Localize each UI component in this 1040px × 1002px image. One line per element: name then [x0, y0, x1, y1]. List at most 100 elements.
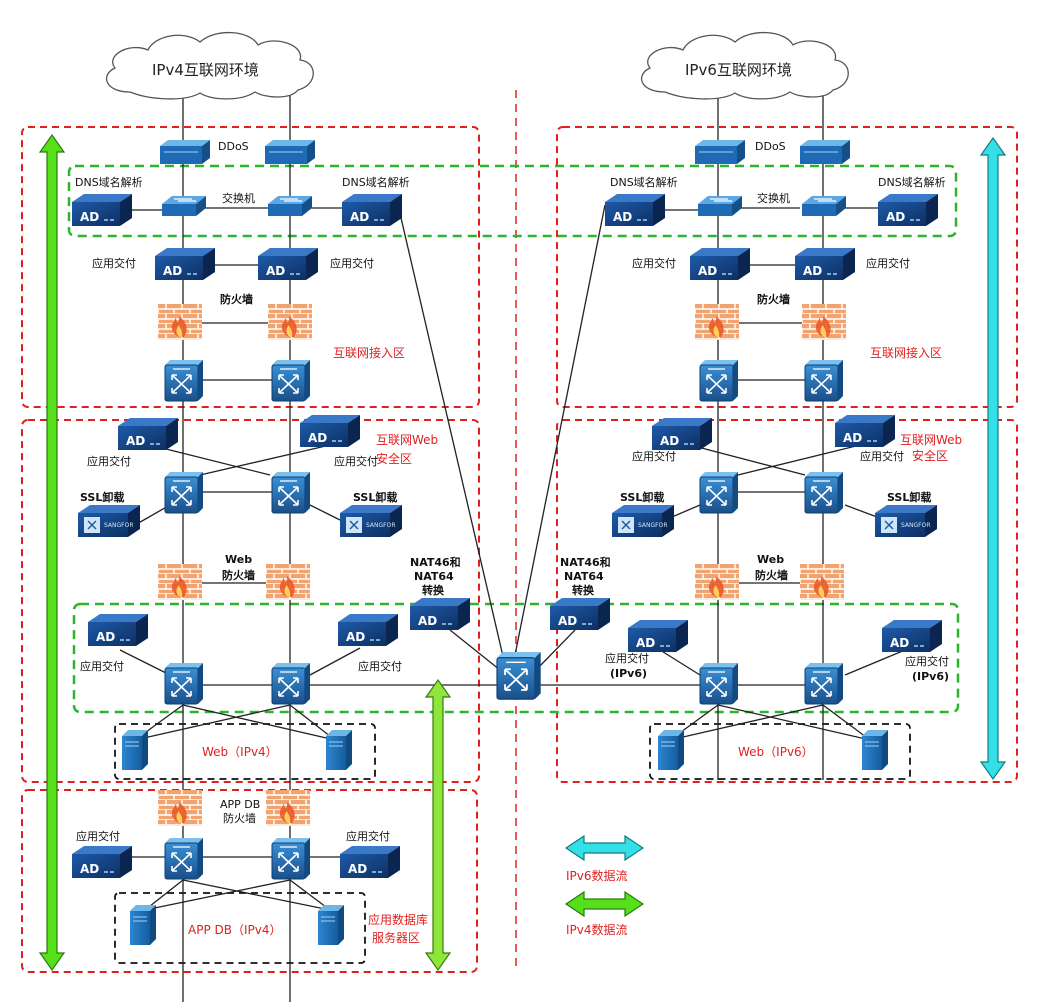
- nat-right-label-3: 转换: [572, 583, 595, 597]
- web-ipv6-group: [649, 723, 911, 780]
- left-web-fw-label-1: Web: [225, 553, 252, 566]
- left-firewall-label: 防火墙: [220, 292, 253, 306]
- core-switch-left-1: [164, 359, 204, 402]
- ipv4-cloud: IPv4互联网环境: [105, 31, 314, 100]
- dns-ad-right-1: [604, 193, 666, 227]
- left-zone-web-label-1: 互联网Web: [376, 433, 438, 447]
- dns-group: [67, 164, 958, 238]
- nat-ad-left: [409, 597, 471, 631]
- db-switch-left-2: [271, 837, 311, 880]
- left-inner-ad-label-1: 应用交付: [80, 659, 124, 673]
- web-ad-left-1: [117, 417, 179, 451]
- right-web-security-zone: [556, 419, 1018, 783]
- left-internet-access-zone: [21, 126, 480, 408]
- ssl-offload-right-1: [611, 504, 675, 538]
- web-switch-left-2: [271, 471, 311, 514]
- legend-ipv4-arrow: [564, 890, 645, 918]
- appdb-ipv4-group: [114, 892, 366, 964]
- web-firewall-right-2: [800, 564, 844, 600]
- right-internet-access-zone: [556, 126, 1018, 408]
- legend-ipv4-label: IPv4数据流: [566, 922, 628, 937]
- right-dns-label-1: DNS域名解析: [610, 175, 678, 189]
- left-zone-web-label-2: 安全区: [376, 451, 412, 466]
- zone-borders: [21, 126, 1018, 973]
- right-inner-ad-label-1b: (IPv6): [610, 667, 647, 680]
- left-db-ad-label-1: 应用交付: [76, 829, 120, 843]
- db-switch-left-1: [164, 837, 204, 880]
- appdb-server-left-1: [129, 904, 157, 946]
- web-switch-right-1: [699, 471, 739, 514]
- left-web-fw-label-2: 防火墙: [222, 568, 255, 582]
- web-switch-left-1: [164, 471, 204, 514]
- left-db-ad-label-2: 应用交付: [346, 829, 390, 843]
- ipv4-flow-arrow-center: [424, 678, 452, 972]
- switch-right-1: [697, 195, 743, 217]
- switch-left-1: [161, 195, 207, 217]
- nat-right-label-2: NAT64: [564, 570, 604, 583]
- switch-right-2: [801, 195, 847, 217]
- right-zone-web-label-2: 安全区: [912, 448, 948, 463]
- web-switch-right-2: [804, 471, 844, 514]
- left-appdb-fw-label-2: 防火墙: [223, 811, 256, 825]
- core-switch-right-2: [804, 359, 844, 402]
- right-web-fw-label-1: Web: [757, 553, 784, 566]
- right-inner-ad-label-1a: 应用交付: [605, 651, 649, 665]
- nat-left-label-2: NAT64: [414, 570, 454, 583]
- ipv4-flow-arrow-left: [38, 133, 66, 972]
- left-zone-db-label-1: 应用数据库: [368, 912, 428, 927]
- ipv6-cloud-label: IPv6互联网环境: [685, 61, 792, 79]
- inner-ad-left-1: [87, 613, 149, 647]
- web-ad-left-2: [299, 414, 361, 448]
- nat-right-label-1: NAT46和: [560, 555, 611, 569]
- right-inner-ad-label-2a: 应用交付: [905, 654, 949, 668]
- inner-ad-left-2: [337, 613, 399, 647]
- ssl-offload-left-1: [77, 504, 141, 538]
- right-switch-label: 交换机: [757, 191, 790, 205]
- appdb-server-left-2: [317, 904, 345, 946]
- appdb-firewall-left-1: [158, 790, 202, 826]
- left-zone-db-label-2: 服务器区: [372, 930, 420, 945]
- web-server-left-2: [325, 729, 353, 771]
- web-ipv4-group: [114, 723, 376, 780]
- ssl-offload-left-2: [339, 504, 403, 538]
- firewall-right-1: [695, 304, 739, 340]
- ddos-device-right-2: [799, 139, 851, 165]
- web-ad-right-2: [834, 414, 896, 448]
- left-appdb-fw-label-1: APP DB: [220, 798, 260, 811]
- inner-switch-left-1: [164, 662, 204, 705]
- inner-switch-left-2: [271, 662, 311, 705]
- legend-ipv6-arrow: [564, 834, 645, 862]
- left-ssl-label-1: SSL卸载: [80, 490, 124, 504]
- left-web-group-label: Web（IPv4）: [202, 745, 278, 759]
- web-firewall-left-1: [158, 564, 202, 600]
- right-ad-label-1: 应用交付: [632, 256, 676, 270]
- right-web-ad-label-2: 应用交付: [860, 449, 904, 463]
- firewall-left-1: [158, 304, 202, 340]
- inner-switch-right-1: [699, 662, 739, 705]
- ipv4-cloud-label: IPv4互联网环境: [152, 61, 259, 79]
- web-server-right-1: [657, 729, 685, 771]
- legend-ipv6-label: IPv6数据流: [566, 868, 628, 883]
- core-switch-left-2: [271, 359, 311, 402]
- db-ad-left-1: [71, 845, 133, 879]
- core-switch-right-1: [699, 359, 739, 402]
- inner-app-group: [72, 602, 960, 714]
- ddos-device-right-1: [694, 139, 746, 165]
- appdb-firewall-left-2: [266, 790, 310, 826]
- right-inner-ad-label-2b: (IPv6): [912, 670, 949, 683]
- right-zone-access-label: 互联网接入区: [870, 345, 942, 360]
- left-ad-label-2: 应用交付: [330, 256, 374, 270]
- switch-left-2: [267, 195, 313, 217]
- connection-lines: [105, 95, 906, 1002]
- left-inner-ad-label-2: 应用交付: [358, 659, 402, 673]
- inner-switch-right-2: [804, 662, 844, 705]
- left-ad-label-1: 应用交付: [92, 256, 136, 270]
- left-ddos-label: DDoS: [218, 140, 249, 153]
- left-web-ad-label-2: 应用交付: [334, 454, 378, 468]
- right-ssl-label-2: SSL卸载: [887, 490, 931, 504]
- right-web-ad-label-1: 应用交付: [632, 449, 676, 463]
- dns-ad-left-1: [71, 193, 133, 227]
- right-zone-web-label-1: 互联网Web: [900, 433, 962, 447]
